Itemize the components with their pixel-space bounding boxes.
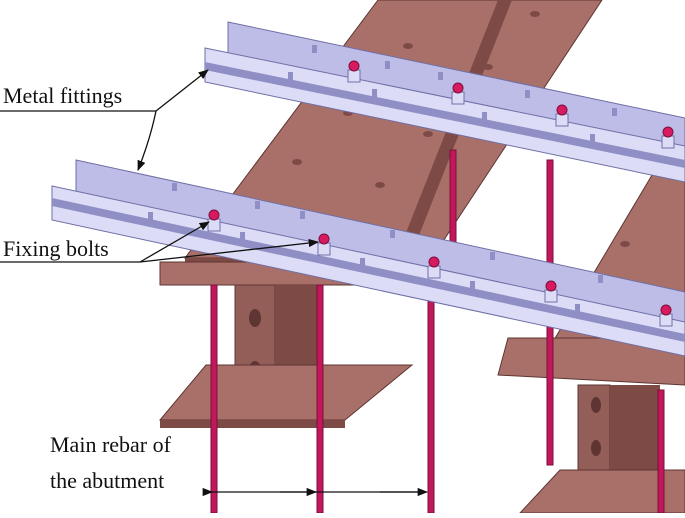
main-rebar-label-line2: the abutment <box>50 468 165 493</box>
rebar <box>316 284 324 514</box>
bolt-icon <box>347 60 361 83</box>
right-cross-girder <box>497 337 685 514</box>
front-fitting-slots <box>148 183 603 312</box>
front-metal-fitting <box>51 159 685 357</box>
bolt-icon <box>661 126 675 149</box>
back-fitting-slots <box>288 45 617 142</box>
rebar <box>427 267 435 514</box>
leader-lines <box>0 69 429 497</box>
metal-fittings-label: Metal fittings <box>3 83 123 108</box>
metal-fittings-leader-lower <box>137 110 157 171</box>
metal-fittings-leader-upper <box>155 69 209 112</box>
fixing-bolts-leader-2 <box>139 238 320 263</box>
bolt-icon <box>451 82 465 105</box>
back-fitting-channel-shadow <box>205 62 685 168</box>
back-metal-fitting <box>204 21 685 183</box>
bolt-icon <box>544 280 558 303</box>
left-cross-girder <box>158 261 414 428</box>
bolt-icon <box>207 209 221 232</box>
bolt-icon <box>317 233 331 256</box>
rebar <box>449 149 457 243</box>
front-fitting-bolts <box>207 209 673 327</box>
fixing-bolts-leader-1 <box>139 221 210 263</box>
bolt-icon <box>659 304 673 327</box>
back-fitting-bolts <box>347 60 675 149</box>
rebar <box>210 284 218 514</box>
rebar <box>657 389 665 514</box>
fixing-bolts-label: Fixing bolts <box>3 236 109 261</box>
front-fitting-channel-shadow <box>52 198 685 342</box>
left-girder-bottom-flange <box>158 364 414 421</box>
right-girder-web-side <box>610 385 660 482</box>
bolt-icon <box>555 104 569 127</box>
right-girder-bottom-flange <box>518 469 685 514</box>
front-fitting-upper-flange <box>75 159 685 331</box>
main-rebar-label-line1: Main rebar of <box>50 432 171 457</box>
bolt-icon <box>427 256 441 279</box>
